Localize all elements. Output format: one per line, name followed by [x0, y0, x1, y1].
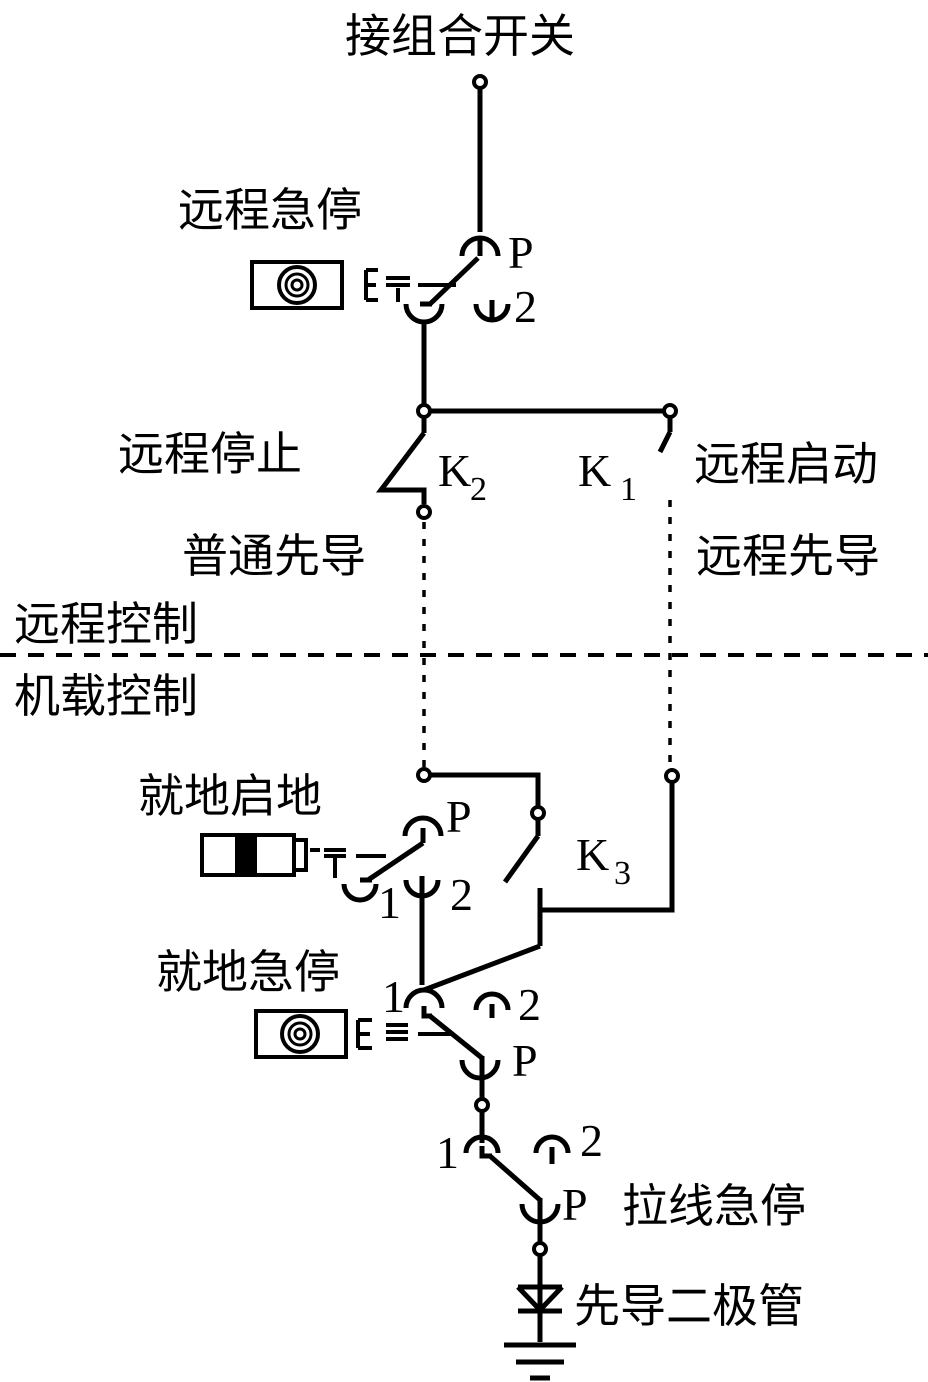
k1-letter: K — [578, 445, 611, 496]
k3-contact — [423, 768, 680, 993]
local-estop-switch — [403, 987, 511, 1113]
k2-letter: K — [438, 445, 471, 496]
diode-icon — [516, 1255, 564, 1342]
remote-estop-2-mark: 2 — [514, 281, 537, 332]
top-terminal — [472, 74, 488, 232]
k3-letter: K — [576, 829, 609, 880]
k3-index: 3 — [614, 855, 631, 892]
local-estop-actuator-icon — [356, 1018, 452, 1050]
remote-pilot-label: 远程先导 — [696, 529, 880, 583]
pull-estop-1-mark: 1 — [436, 1127, 459, 1178]
pull-estop-label: 拉线急停 — [622, 1179, 806, 1233]
k1-contact — [657, 417, 673, 454]
local-estop-label: 就地急停 — [156, 945, 340, 999]
k2-index: 2 — [470, 471, 487, 508]
remote-control-label: 远程控制 — [14, 597, 198, 651]
local-start-p-mark: P — [446, 791, 472, 842]
pull-estop-2-mark: 2 — [580, 1115, 603, 1166]
local-start-switch — [341, 767, 546, 985]
remote-estop-p-mark: P — [508, 227, 534, 278]
pilot-diode-label: 先导二极管 — [574, 1279, 804, 1333]
local-estop-1-mark: 1 — [382, 971, 405, 1022]
remote-estop-button-icon — [250, 260, 344, 310]
normal-pilot-label: 普通先导 — [182, 529, 366, 583]
local-start-1-mark: 1 — [378, 877, 401, 928]
k2-contact — [375, 417, 432, 520]
local-start-label: 就地启地 — [138, 769, 322, 823]
remote-bus — [416, 403, 678, 419]
local-start-2-mark: 2 — [450, 869, 473, 920]
local-estop-p-mark: P — [512, 1035, 538, 1086]
remote-estop-actuator-icon — [364, 268, 456, 302]
k1-index: 1 — [620, 471, 637, 508]
onboard-control-label: 机载控制 — [14, 669, 198, 723]
local-estop-button-icon — [254, 1009, 348, 1059]
remote-start-label: 远程启动 — [694, 437, 878, 491]
title-label: 接组合开关 — [345, 9, 575, 63]
remote-estop-switch — [403, 235, 511, 408]
ground-icon — [504, 1342, 576, 1381]
local-estop-2-mark: 2 — [518, 979, 541, 1030]
local-start-button-icon — [200, 833, 386, 878]
pull-estop-switch — [463, 1111, 571, 1257]
pull-estop-p-mark: P — [562, 1179, 588, 1230]
remote-estop-label: 远程急停 — [178, 183, 362, 237]
remote-stop-label: 远程停止 — [118, 427, 302, 481]
